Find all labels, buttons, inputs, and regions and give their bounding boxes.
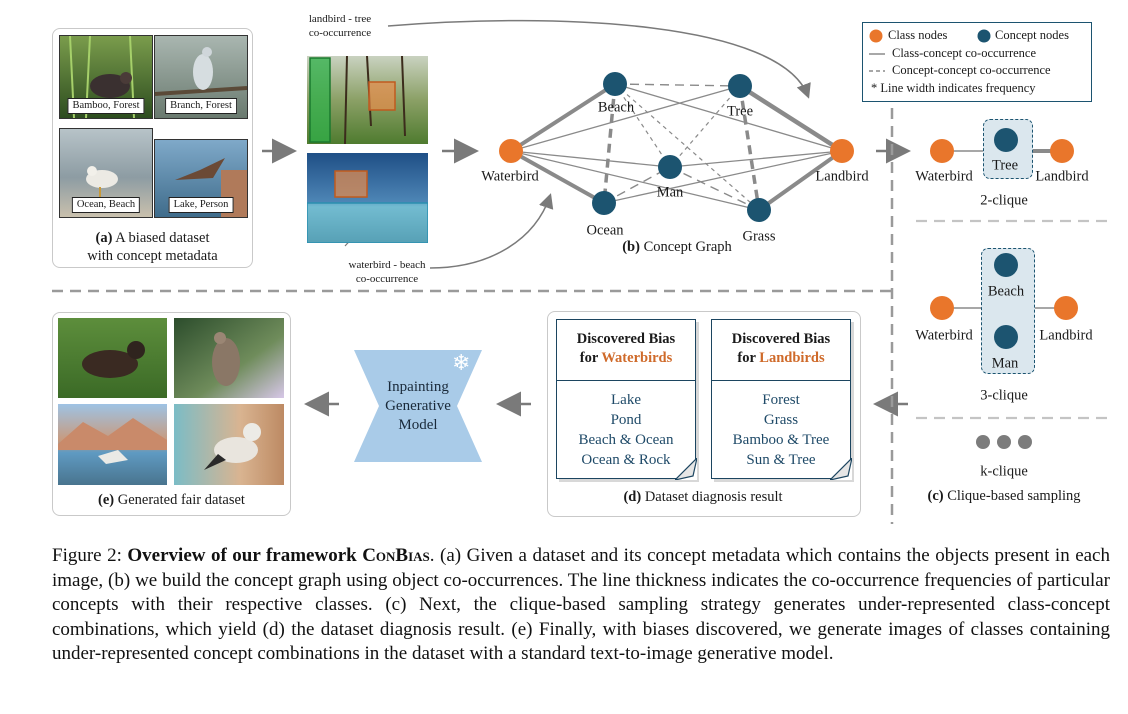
figure-bold-lead: Overview of our framework: [127, 545, 363, 566]
cooccurrence-image-landbird-tree: [307, 56, 428, 144]
bias-card-waterbirds: Discovered Bias for Waterbirds Lake Pond…: [556, 319, 697, 480]
generated-image-lake: [58, 404, 167, 485]
tile-label: Ocean, Beach: [71, 197, 141, 213]
clique3-label-man: Man: [991, 355, 1019, 372]
clique3-label-beach: Beach: [987, 283, 1025, 300]
graph-label-man: Man: [656, 184, 684, 201]
bias-list-waterbirds: Lake Pond Beach & Ocean Ocean & Rock: [557, 390, 695, 470]
legend-swatches: [869, 29, 991, 72]
generated-image-beach: [174, 404, 284, 485]
list-item: Lake: [611, 392, 641, 408]
graph-label-tree: Tree: [726, 103, 754, 120]
tile-label: Lake, Person: [168, 197, 234, 213]
bias-class-landbirds: Landbirds: [759, 350, 825, 366]
list-item: Pond: [610, 412, 642, 428]
generated-image-grass: [58, 318, 167, 398]
clique2-label-waterbird: Waterbird: [915, 168, 973, 185]
list-item: Bamboo & Tree: [732, 432, 830, 448]
dataset-image-lake-person: Lake, Person: [154, 139, 248, 218]
panel-d-caption: (d) Dataset diagnosis result: [623, 489, 783, 505]
page-curl-icon: [675, 458, 697, 480]
snowflake-icon: ❄: [452, 350, 471, 375]
landbird-tree-photo-icon: [307, 56, 428, 144]
bias-card-title: Discovered Bias: [576, 331, 676, 347]
dataset-image-branch-forest: Branch, Forest: [154, 35, 248, 119]
clique2-label-landbird: Landbird: [1035, 168, 1089, 185]
graph-label-grass: Grass: [742, 228, 776, 245]
legend-concept-concept: Concept-concept co-occurrence: [892, 63, 1051, 77]
bird-photo-icon: [174, 404, 284, 485]
cooccurrence-image-waterbird-beach: [307, 153, 428, 243]
generated-image-forest: [174, 318, 284, 398]
bird-photo-icon: [174, 318, 284, 398]
waterbird-beach-photo-icon: [307, 153, 428, 243]
legend-class-nodes: Class nodes: [888, 28, 948, 42]
panel-e-caption: (e) Generated fair dataset: [98, 492, 245, 508]
graph-label-beach: Beach: [597, 99, 635, 116]
figure-label: Figure 2:: [52, 545, 128, 566]
graph-label-waterbird: Waterbird: [481, 168, 539, 185]
inpainting-model-shape: [354, 350, 482, 462]
legend-concept-nodes: Concept nodes: [995, 28, 1069, 42]
list-item: Ocean & Rock: [581, 452, 671, 468]
bias-card-title: Discovered Bias: [731, 331, 831, 347]
list-item: Grass: [763, 412, 799, 428]
panel-b-caption: (b) Concept Graph: [622, 239, 732, 255]
figure-caption: Figure 2: Overview of our framework ConB…: [52, 544, 1110, 667]
panel-a-caption: (a) A biased dataset with concept metada…: [87, 230, 218, 264]
class-node-swatch-icon: [869, 29, 883, 43]
clique3-label-landbird: Landbird: [1039, 327, 1093, 344]
list-item: Beach & Ocean: [578, 432, 674, 448]
clique2-label-tree: Tree: [991, 157, 1019, 174]
concept-node-swatch-icon: [977, 29, 991, 43]
bias-card-landbirds: Discovered Bias for Landbirds Forest Gra…: [711, 319, 852, 480]
clique3-label-waterbird: Waterbird: [915, 327, 973, 344]
panel-a-biased-dataset: Bamboo, Forest Branch, Forest Ocean, Bea…: [52, 28, 253, 268]
legend-note: * Line width indicates frequency: [871, 81, 1036, 95]
list-item: Sun & Tree: [746, 452, 816, 468]
page-curl-icon: [830, 458, 852, 480]
clique3-title: 3-clique: [980, 387, 1028, 404]
panel-e-generated: (e) Generated fair dataset: [52, 312, 291, 516]
graph-label-ocean: Ocean: [586, 222, 624, 239]
k-clique-title: k-clique: [980, 463, 1028, 480]
panel-c-caption: (c) Clique-based sampling: [927, 488, 1081, 504]
method-name: ConBias: [362, 545, 430, 566]
tile-label: Branch, Forest: [165, 98, 237, 114]
figure-caption-body: . (a) Given a dataset and its concept me…: [52, 545, 1110, 665]
bias-list-landbirds: Forest Grass Bamboo & Tree Sun & Tree: [712, 390, 850, 470]
bias-class-waterbirds: Waterbirds: [601, 350, 673, 366]
bird-photo-icon: [58, 404, 167, 485]
dataset-image-bamboo-forest: Bamboo, Forest: [59, 35, 153, 119]
dataset-image-ocean-beach: Ocean, Beach: [59, 128, 153, 218]
legend-class-concept: Class-concept co-occurrence: [892, 46, 1037, 60]
list-item: Forest: [762, 392, 800, 408]
graph-legend: Class nodes Concept nodes Class-concept …: [862, 22, 1092, 102]
graph-label-landbird: Landbird: [815, 168, 869, 185]
bird-photo-icon: [58, 318, 167, 398]
tile-label: Bamboo, Forest: [67, 98, 145, 114]
clique2-title: 2-clique: [980, 192, 1028, 209]
